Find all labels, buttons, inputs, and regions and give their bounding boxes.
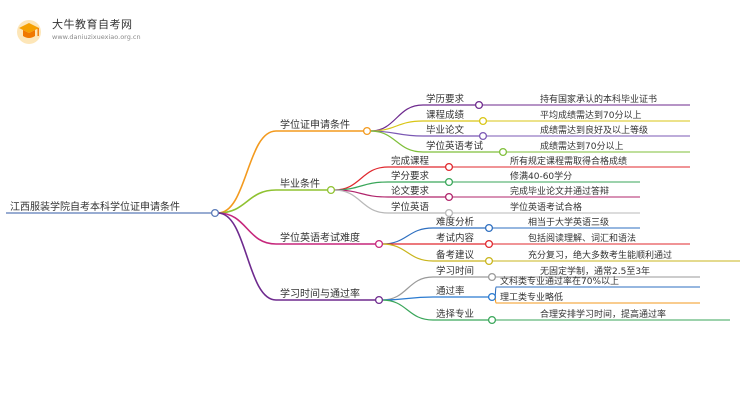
child-label-0-1: 课程成绩: [426, 109, 465, 121]
leaf-label-2-1: 包括阅读理解、词汇和语法: [528, 232, 636, 244]
branch-label-2: 学位英语考试难度: [280, 231, 360, 244]
branch-connector: [217, 130, 277, 214]
child-label-1-0: 完成课程: [391, 155, 430, 167]
leaf-label-3-1-0: 文科类专业通过率在70%以上: [500, 275, 619, 287]
child-dot-0-1: [478, 116, 488, 126]
child-label-3-2: 选择专业: [436, 308, 474, 320]
child-dot-1-3: [444, 208, 454, 218]
leaf-label-2-2: 充分复习，绝大多数考生能顺利通过: [528, 249, 672, 261]
child-dot-2-2: [484, 256, 494, 266]
leaf-label-2-0: 相当于大学英语三级: [528, 216, 609, 228]
mind-map-nodes: 江西服装学院自考本科学位证申请条件 学位证申请条件 学历要求 持有国家承认的本科毕业证…: [10, 93, 672, 325]
child-connector: [381, 243, 434, 262]
child-label-2-2: 备考建议: [436, 249, 475, 261]
graduation-cap-icon: [17, 20, 41, 44]
branch-dot-1: [326, 185, 336, 195]
child-label-0-0: 学历要求: [426, 93, 465, 105]
child-label-0-3: 学位英语考试: [426, 140, 484, 152]
child-dot-1-0: [444, 162, 454, 172]
branch-dot-0: [362, 126, 372, 136]
child-label-0-2: 毕业论文: [426, 124, 465, 136]
branch-connector: [217, 212, 277, 301]
leaf-label-1-1: 修满40-60学分: [510, 170, 572, 182]
child-dot-2-1: [484, 239, 494, 249]
child-label-2-1: 考试内容: [436, 232, 475, 244]
leaf-label-0-2: 成绩需达到良好及以上等级: [540, 124, 648, 136]
branch-label-0: 学位证申请条件: [280, 118, 350, 131]
leaf-label-1-3: 学位英语考试合格: [510, 201, 582, 213]
root-node-label: 江西服装学院自考本科学位证申请条件: [10, 200, 180, 213]
branch-label-3: 学习时间与通过率: [280, 287, 360, 300]
child-dot-3-2: [487, 315, 497, 325]
child-dot-3-0: [487, 272, 497, 282]
child-connector: [369, 130, 424, 153]
branch-connector: [217, 212, 277, 245]
child-dot-3-1: [487, 292, 497, 302]
child-connector: [381, 227, 434, 245]
leaf-label-3-2: 合理安排学习时间，提高通过率: [540, 308, 666, 320]
child-label-2-0: 难度分析: [436, 216, 475, 228]
branch-label-1: 毕业条件: [280, 177, 320, 190]
logo-url: www.daniuzixuexiao.org.cn: [52, 33, 141, 41]
child-label-3-1: 通过率: [436, 285, 465, 297]
branch-dot-2: [374, 239, 384, 249]
child-dot-2-0: [484, 223, 494, 233]
mind-map-edges: [6, 104, 740, 321]
site-logo[interactable]: 大牛教育自考网 www.daniuzixuexiao.org.cn: [14, 14, 204, 48]
child-connector: [381, 296, 434, 301]
child-dot-0-3: [498, 147, 508, 157]
leaf-label-1-0: 所有规定课程需取得合格成绩: [510, 155, 627, 167]
child-connector: [333, 189, 389, 214]
child-dot-1-2: [444, 192, 454, 202]
branch-dot-3: [374, 295, 384, 305]
child-label-1-1: 学分要求: [391, 170, 430, 182]
child-label-1-3: 学位英语: [391, 201, 430, 213]
child-dot-0-2: [478, 131, 488, 141]
leaf-label-3-1-1: 理工类专业略低: [500, 291, 563, 303]
child-dot-0-0: [474, 100, 484, 110]
leaf-label-3-0: 无固定学制，通常2.5至3年: [540, 265, 650, 277]
child-label-1-2: 论文要求: [391, 185, 430, 197]
child-label-3-0: 学习时间: [436, 265, 474, 277]
leaf-label-0-0: 持有国家承认的本科毕业证书: [540, 93, 657, 105]
root-node-dot: [210, 208, 220, 218]
leaf-label-0-1: 平均成绩需达到70分以上: [540, 109, 641, 121]
leaf-label-0-3: 成绩需达到70分以上: [540, 140, 623, 152]
logo-brand-name: 大牛教育自考网: [52, 18, 133, 31]
child-connector: [381, 299, 434, 321]
branch-connector: [217, 189, 277, 214]
child-connector: [369, 104, 424, 132]
leaf-label-1-2: 完成毕业论文并通过答辩: [510, 185, 609, 197]
child-dot-1-1: [444, 177, 454, 187]
